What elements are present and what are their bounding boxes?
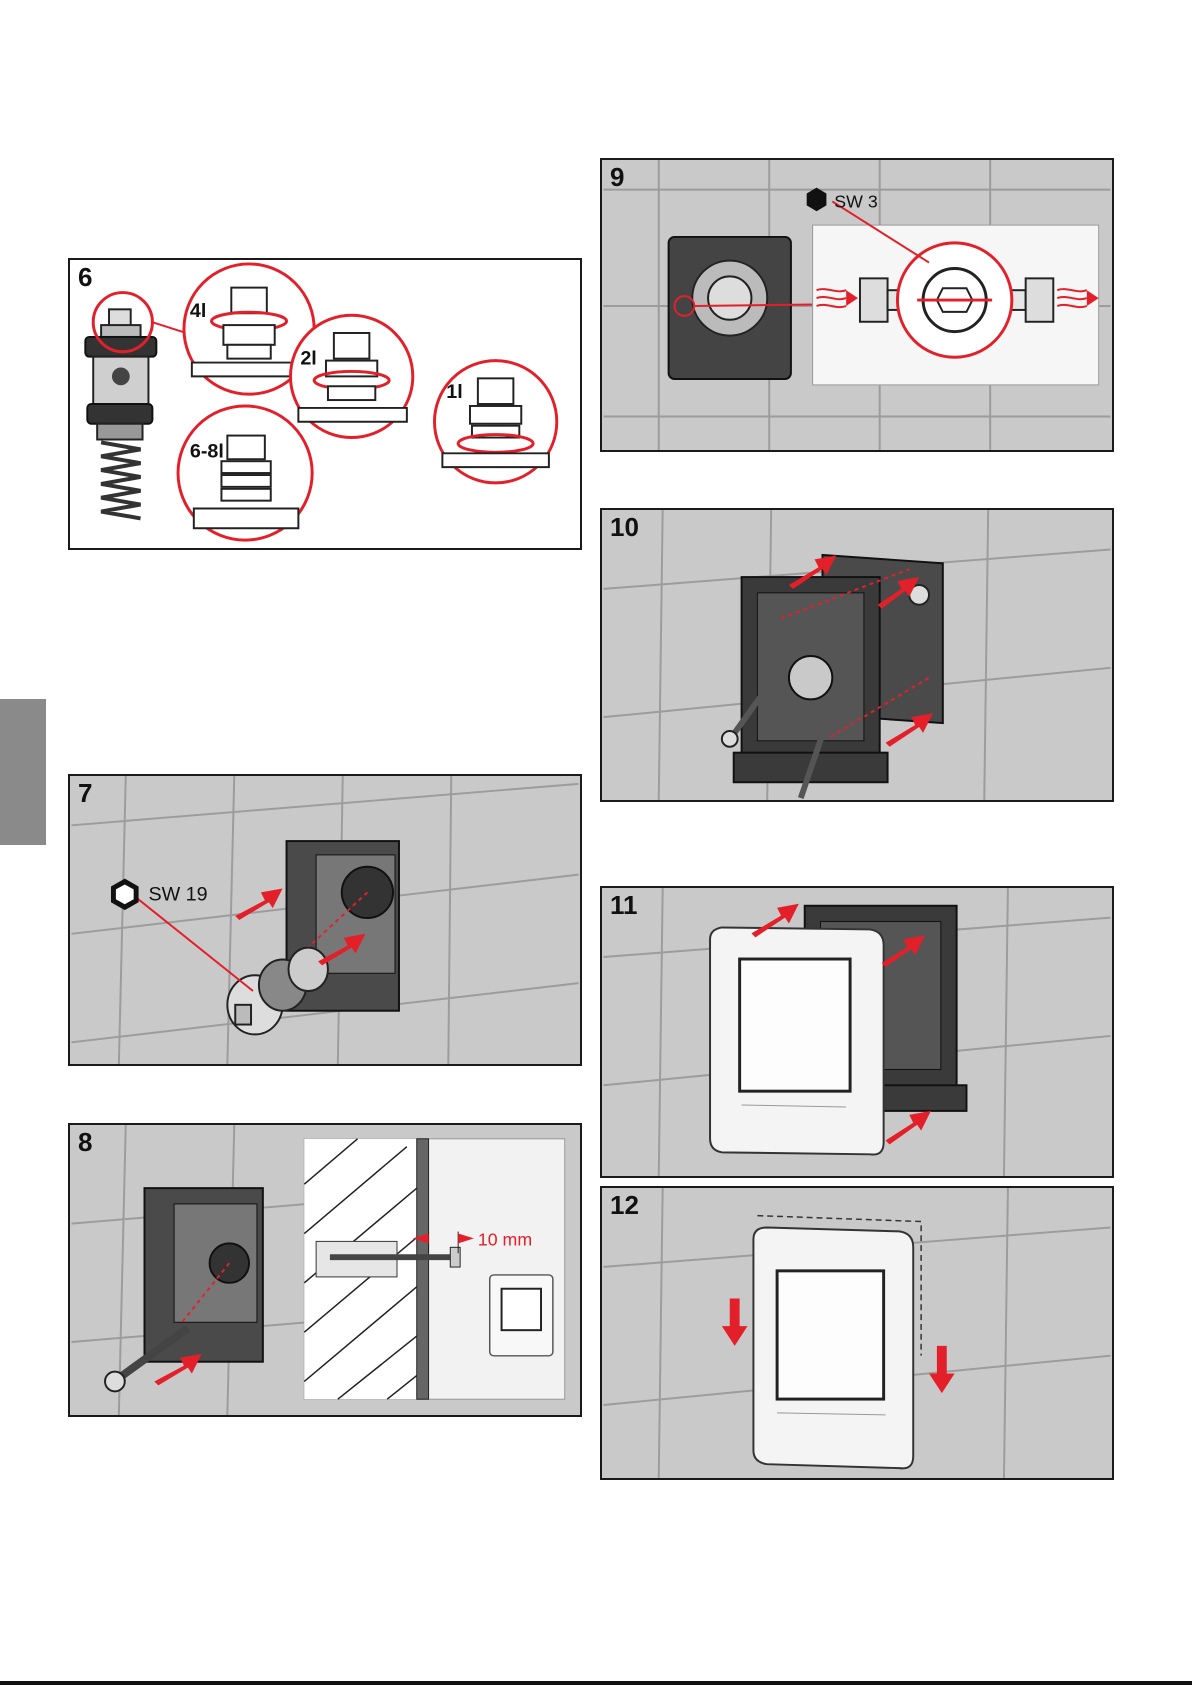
setting-1l: 1l <box>434 361 556 483</box>
spring-icon <box>101 442 140 518</box>
flush-plate-slide-illustration <box>602 1188 1112 1478</box>
wrench-size-label: SW 3 <box>834 191 878 211</box>
step-number: 12 <box>610 1190 639 1221</box>
step-number: 7 <box>78 778 92 809</box>
wrench-size-label: SW 19 <box>148 883 207 905</box>
distance-label: 10 mm <box>478 1229 532 1249</box>
setting-label-1l: 1l <box>446 381 462 403</box>
cartridge-illustration <box>227 948 328 1035</box>
setting-6-8l: 6-8l <box>178 406 312 540</box>
setting-label-6-8l: 6-8l <box>190 440 224 462</box>
side-tab <box>0 699 46 845</box>
valve-flow-settings-illustration: 4l 2l 1l 6- <box>70 260 580 548</box>
cartridge-illustration <box>85 293 186 519</box>
flush-plate-icon <box>710 927 884 1154</box>
step-12-panel: 12 <box>600 1186 1114 1480</box>
page-bottom-rule <box>0 1681 1192 1685</box>
flush-plate-attach-illustration <box>602 888 1112 1176</box>
flow-adjustment-illustration: SW 3 <box>602 160 1112 450</box>
step-number: 8 <box>78 1127 92 1158</box>
step-8-panel: 8 <box>68 1123 582 1417</box>
step-number: 10 <box>610 512 639 543</box>
setting-2l: 2l <box>290 315 412 437</box>
step-11-panel: 11 <box>600 886 1114 1178</box>
step-6-panel: 6 4l <box>68 258 582 550</box>
arrow-icon <box>886 1111 931 1145</box>
screw-mounting-illustration: 10 mm <box>70 1125 580 1415</box>
setting-label-2l: 2l <box>300 348 316 370</box>
flush-plate-icon <box>490 1275 553 1356</box>
arrow-icon <box>235 888 282 920</box>
mounting-frame-illustration <box>602 510 1112 800</box>
hexagon-icon <box>807 188 827 212</box>
arrow-icon <box>929 1346 955 1393</box>
step-7-panel: 7 SW 19 <box>68 774 582 1066</box>
cartridge-insert-illustration: SW 19 <box>70 776 580 1064</box>
step-10-panel: 10 <box>600 508 1114 802</box>
setting-label-4l: 4l <box>190 300 206 322</box>
step-9-panel: 9 SW 3 <box>600 158 1114 452</box>
step-number: 11 <box>610 890 638 921</box>
step-number: 9 <box>610 162 624 193</box>
arrow-icon <box>722 1298 748 1345</box>
flush-plate-icon <box>753 1227 913 1468</box>
step-number: 6 <box>78 262 92 293</box>
